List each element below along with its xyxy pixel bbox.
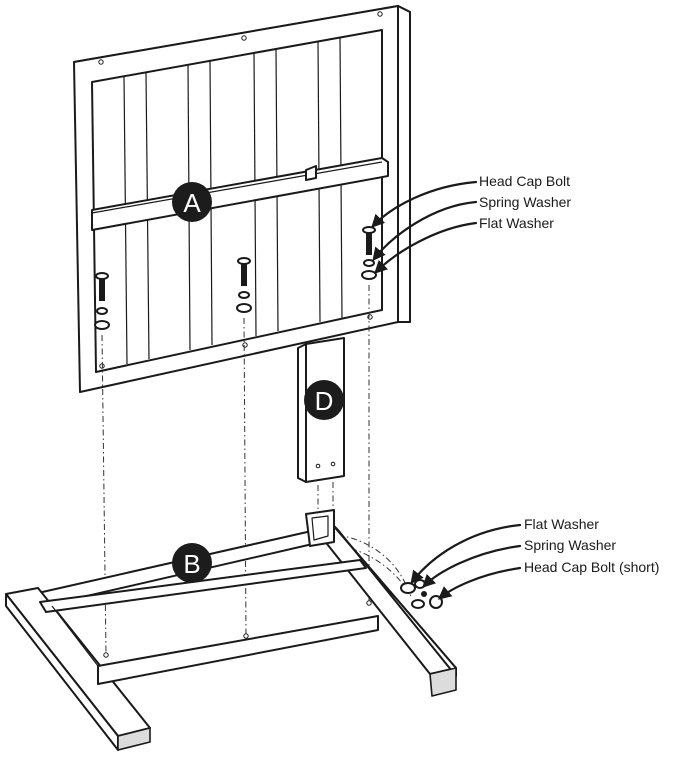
badge-b: B xyxy=(172,543,212,583)
panel-bolt-set-middle xyxy=(236,257,252,313)
callouts-lower: Flat Washer Spring Washer Head Cap Bolt … xyxy=(410,516,659,600)
label-flat-washer: Flat Washer xyxy=(479,215,554,231)
flat-washer-icon xyxy=(400,582,416,594)
flat-washer-icon xyxy=(361,270,377,280)
bolt-icon xyxy=(95,272,109,301)
flat-washer-icon xyxy=(236,303,252,313)
bolt-icon xyxy=(362,226,376,255)
badge-a: A xyxy=(172,182,212,222)
spring-washer-icon xyxy=(238,291,250,299)
badge-d-label: D xyxy=(315,386,334,416)
panel-frame-a xyxy=(73,5,411,393)
panel-bolt-set-right xyxy=(361,226,377,280)
flat-washer-icon xyxy=(411,599,425,609)
badge-a-label: A xyxy=(183,188,201,218)
label-head-cap-bolt-short: Head Cap Bolt (short) xyxy=(524,559,659,575)
spring-washer-icon xyxy=(363,259,375,267)
spring-washer-icon xyxy=(96,307,108,315)
label-flat-washer-lower: Flat Washer xyxy=(524,516,599,532)
badge-d: D xyxy=(304,380,344,420)
panel-bolt-set-left xyxy=(94,272,110,330)
badge-b-label: B xyxy=(183,549,200,579)
label-spring-washer-lower: Spring Washer xyxy=(524,537,616,553)
flat-washer-icon xyxy=(94,320,110,330)
bolt-icon xyxy=(237,257,251,286)
base-hardware-cluster xyxy=(400,579,443,609)
callouts-upper: Head Cap Bolt Spring Washer Flat Washer xyxy=(371,173,571,274)
label-head-cap-bolt: Head Cap Bolt xyxy=(479,173,570,189)
base-b xyxy=(5,509,457,751)
label-spring-washer: Spring Washer xyxy=(479,194,571,210)
